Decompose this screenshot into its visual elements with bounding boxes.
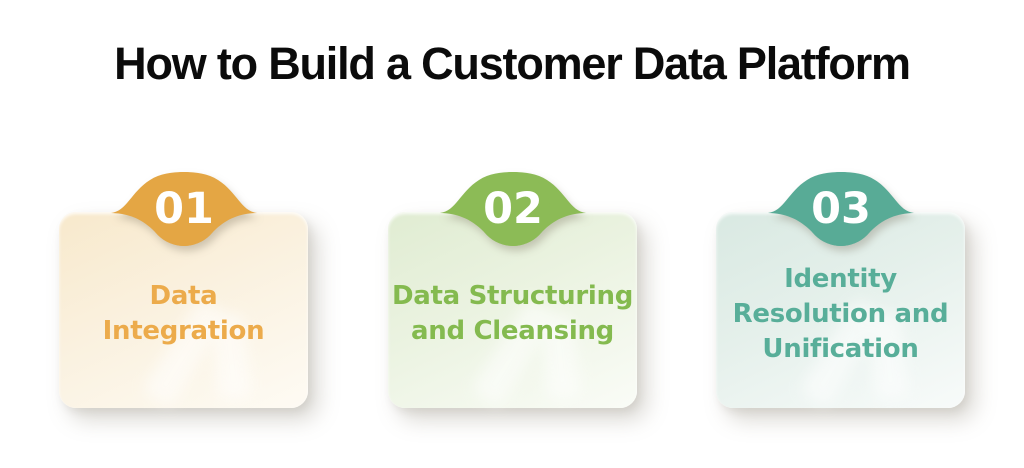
step-label-line: and Cleansing <box>410 316 614 346</box>
step-label: Identity Resolution and Unification <box>733 262 949 367</box>
step-label: Data Integration <box>103 279 265 349</box>
step-number-badge: 02 <box>438 172 588 264</box>
step-label-line: Identity <box>784 263 897 294</box>
step-label-line: Resolution and <box>732 298 949 329</box>
step-label: Data Structuring and Cleansing <box>392 279 633 349</box>
step-number: 02 <box>483 184 543 234</box>
step-label-line: Unification <box>762 333 919 364</box>
step-number: 01 <box>154 184 214 234</box>
step-label-line: Data <box>149 281 218 311</box>
step-number-badge: 01 <box>109 172 259 264</box>
scalloped-badge-shape: 03 <box>767 172 914 246</box>
step-number-badge: 03 <box>766 172 916 264</box>
step-label-line: Integration <box>102 316 265 346</box>
step-label-line: Data Structuring <box>391 281 634 311</box>
scalloped-badge-shape: 01 <box>110 172 257 246</box>
scalloped-badge-shape: 02 <box>439 172 586 246</box>
step-number: 03 <box>811 184 871 234</box>
page-title: How to Build a Customer Data Platform <box>114 38 911 89</box>
step-card-data-integration: 01 Data Integration <box>59 172 308 408</box>
step-card-data-structuring: 02 Data Structuring and Cleansing <box>388 172 637 408</box>
step-card-identity-resolution: 03 Identity Resolution and Unification <box>716 172 965 408</box>
